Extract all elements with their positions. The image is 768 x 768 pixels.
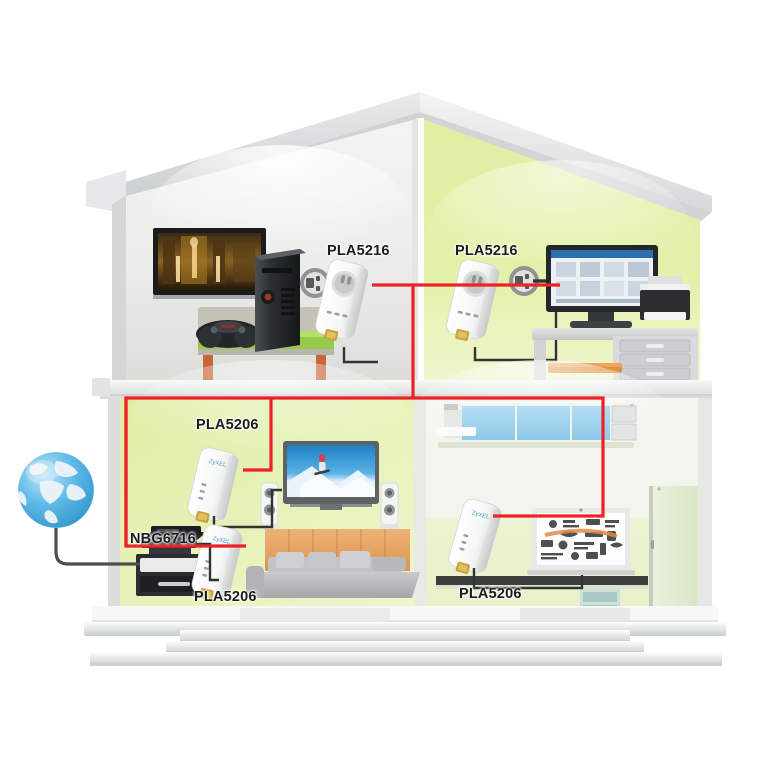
device-pla5206-router: ZyXEL: [191, 524, 243, 600]
exterior-wall-left: [108, 398, 120, 608]
device-nbg6716-router: [141, 526, 207, 554]
device-pla5206-kitchen: ZyXEL: [448, 498, 584, 590]
device-pla5206-livingroom-tv: ZyXEL: [187, 447, 282, 529]
interior-wall-divider: [414, 398, 426, 608]
wall-mounted-tv: [153, 228, 266, 299]
snowboarder: [314, 454, 330, 476]
printer: [640, 276, 690, 320]
label-pla5216-right: PLA5216: [455, 243, 518, 259]
label-nbg6716-router: NBG6716: [130, 531, 196, 547]
device-pla5216-left: [315, 259, 378, 364]
laptop-ethernet-cable: [472, 568, 584, 590]
desktop-monitor: [546, 245, 658, 328]
svg-text:ZyXEL: ZyXEL: [208, 459, 228, 469]
label-pla5206-kitchen: PLA5206: [459, 586, 522, 602]
flatscreen-tv: [283, 441, 379, 510]
game-controller: [196, 320, 260, 348]
laptop: [527, 508, 635, 575]
door: [649, 486, 698, 608]
svg-text:ZyXEL: ZyXEL: [471, 510, 491, 521]
device-pla5216-right: [446, 259, 558, 362]
label-pla5206-router: PLA5206: [194, 589, 257, 605]
exterior-wall-right: [698, 398, 712, 608]
powerline-link-network: [124, 283, 605, 548]
game-console: [255, 249, 306, 352]
svg-text:ZyXEL: ZyXEL: [212, 536, 232, 546]
router-to-adapter-cable: [197, 542, 219, 582]
wall-cabinets: [436, 404, 637, 448]
label-pla5216-left: PLA5216: [327, 243, 390, 259]
foundation-steps: [84, 606, 726, 666]
tv-ethernet-cable: [212, 488, 282, 529]
label-pla5206-livingroom-tv: PLA5206: [196, 417, 259, 433]
speaker-right: [379, 482, 400, 530]
sofa: [246, 551, 420, 598]
power-plug-icon-left: [300, 268, 330, 298]
internet-cable: [54, 528, 140, 566]
globe-icon: [17, 451, 95, 529]
